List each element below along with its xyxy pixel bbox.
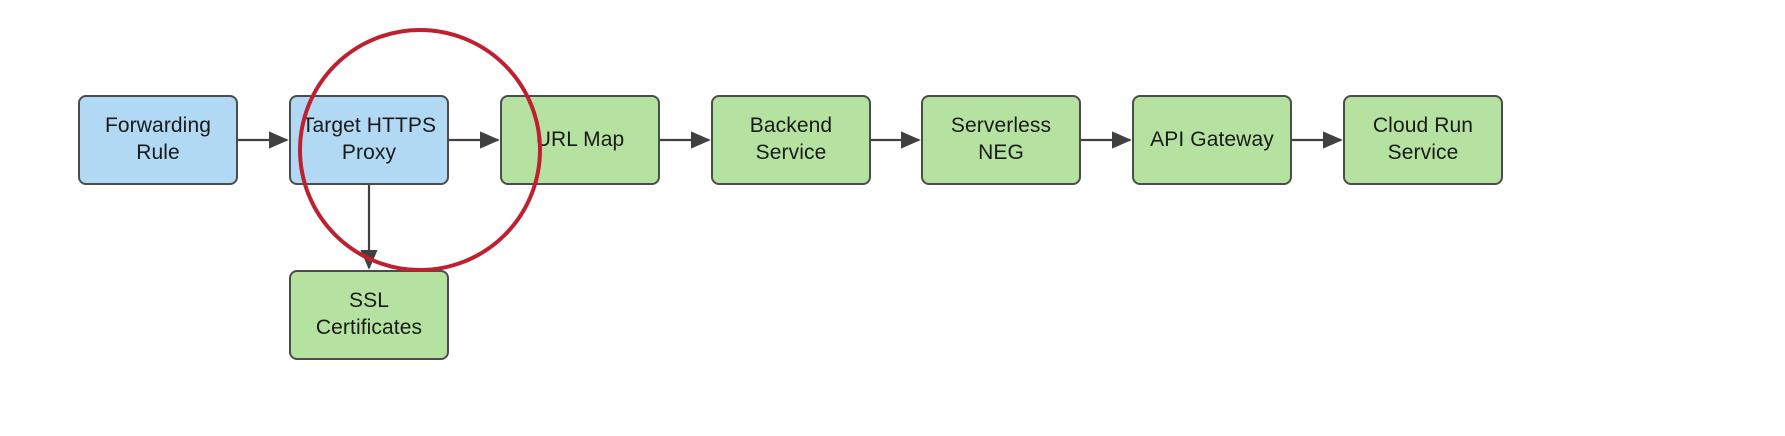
node-cloud-run-service[interactable]: Cloud Run Service: [1343, 95, 1503, 185]
node-forwarding-rule[interactable]: Forwarding Rule: [78, 95, 238, 185]
node-ssl-certificates[interactable]: SSL Certificates: [289, 270, 449, 360]
node-label: Forwarding Rule: [104, 114, 212, 164]
highlight-circle-annotation: [298, 28, 542, 272]
node-api-gateway[interactable]: API Gateway: [1132, 95, 1292, 185]
node-label: Cloud Run Service: [1372, 114, 1474, 164]
node-label: Backend Service: [749, 114, 833, 164]
node-label: Serverless NEG: [950, 114, 1052, 164]
node-label: URL Map: [535, 127, 625, 151]
node-label: API Gateway: [1150, 127, 1274, 151]
node-backend-service[interactable]: Backend Service: [711, 95, 871, 185]
node-serverless-neg[interactable]: Serverless NEG: [921, 95, 1081, 185]
node-label: SSL Certificates: [315, 289, 423, 339]
